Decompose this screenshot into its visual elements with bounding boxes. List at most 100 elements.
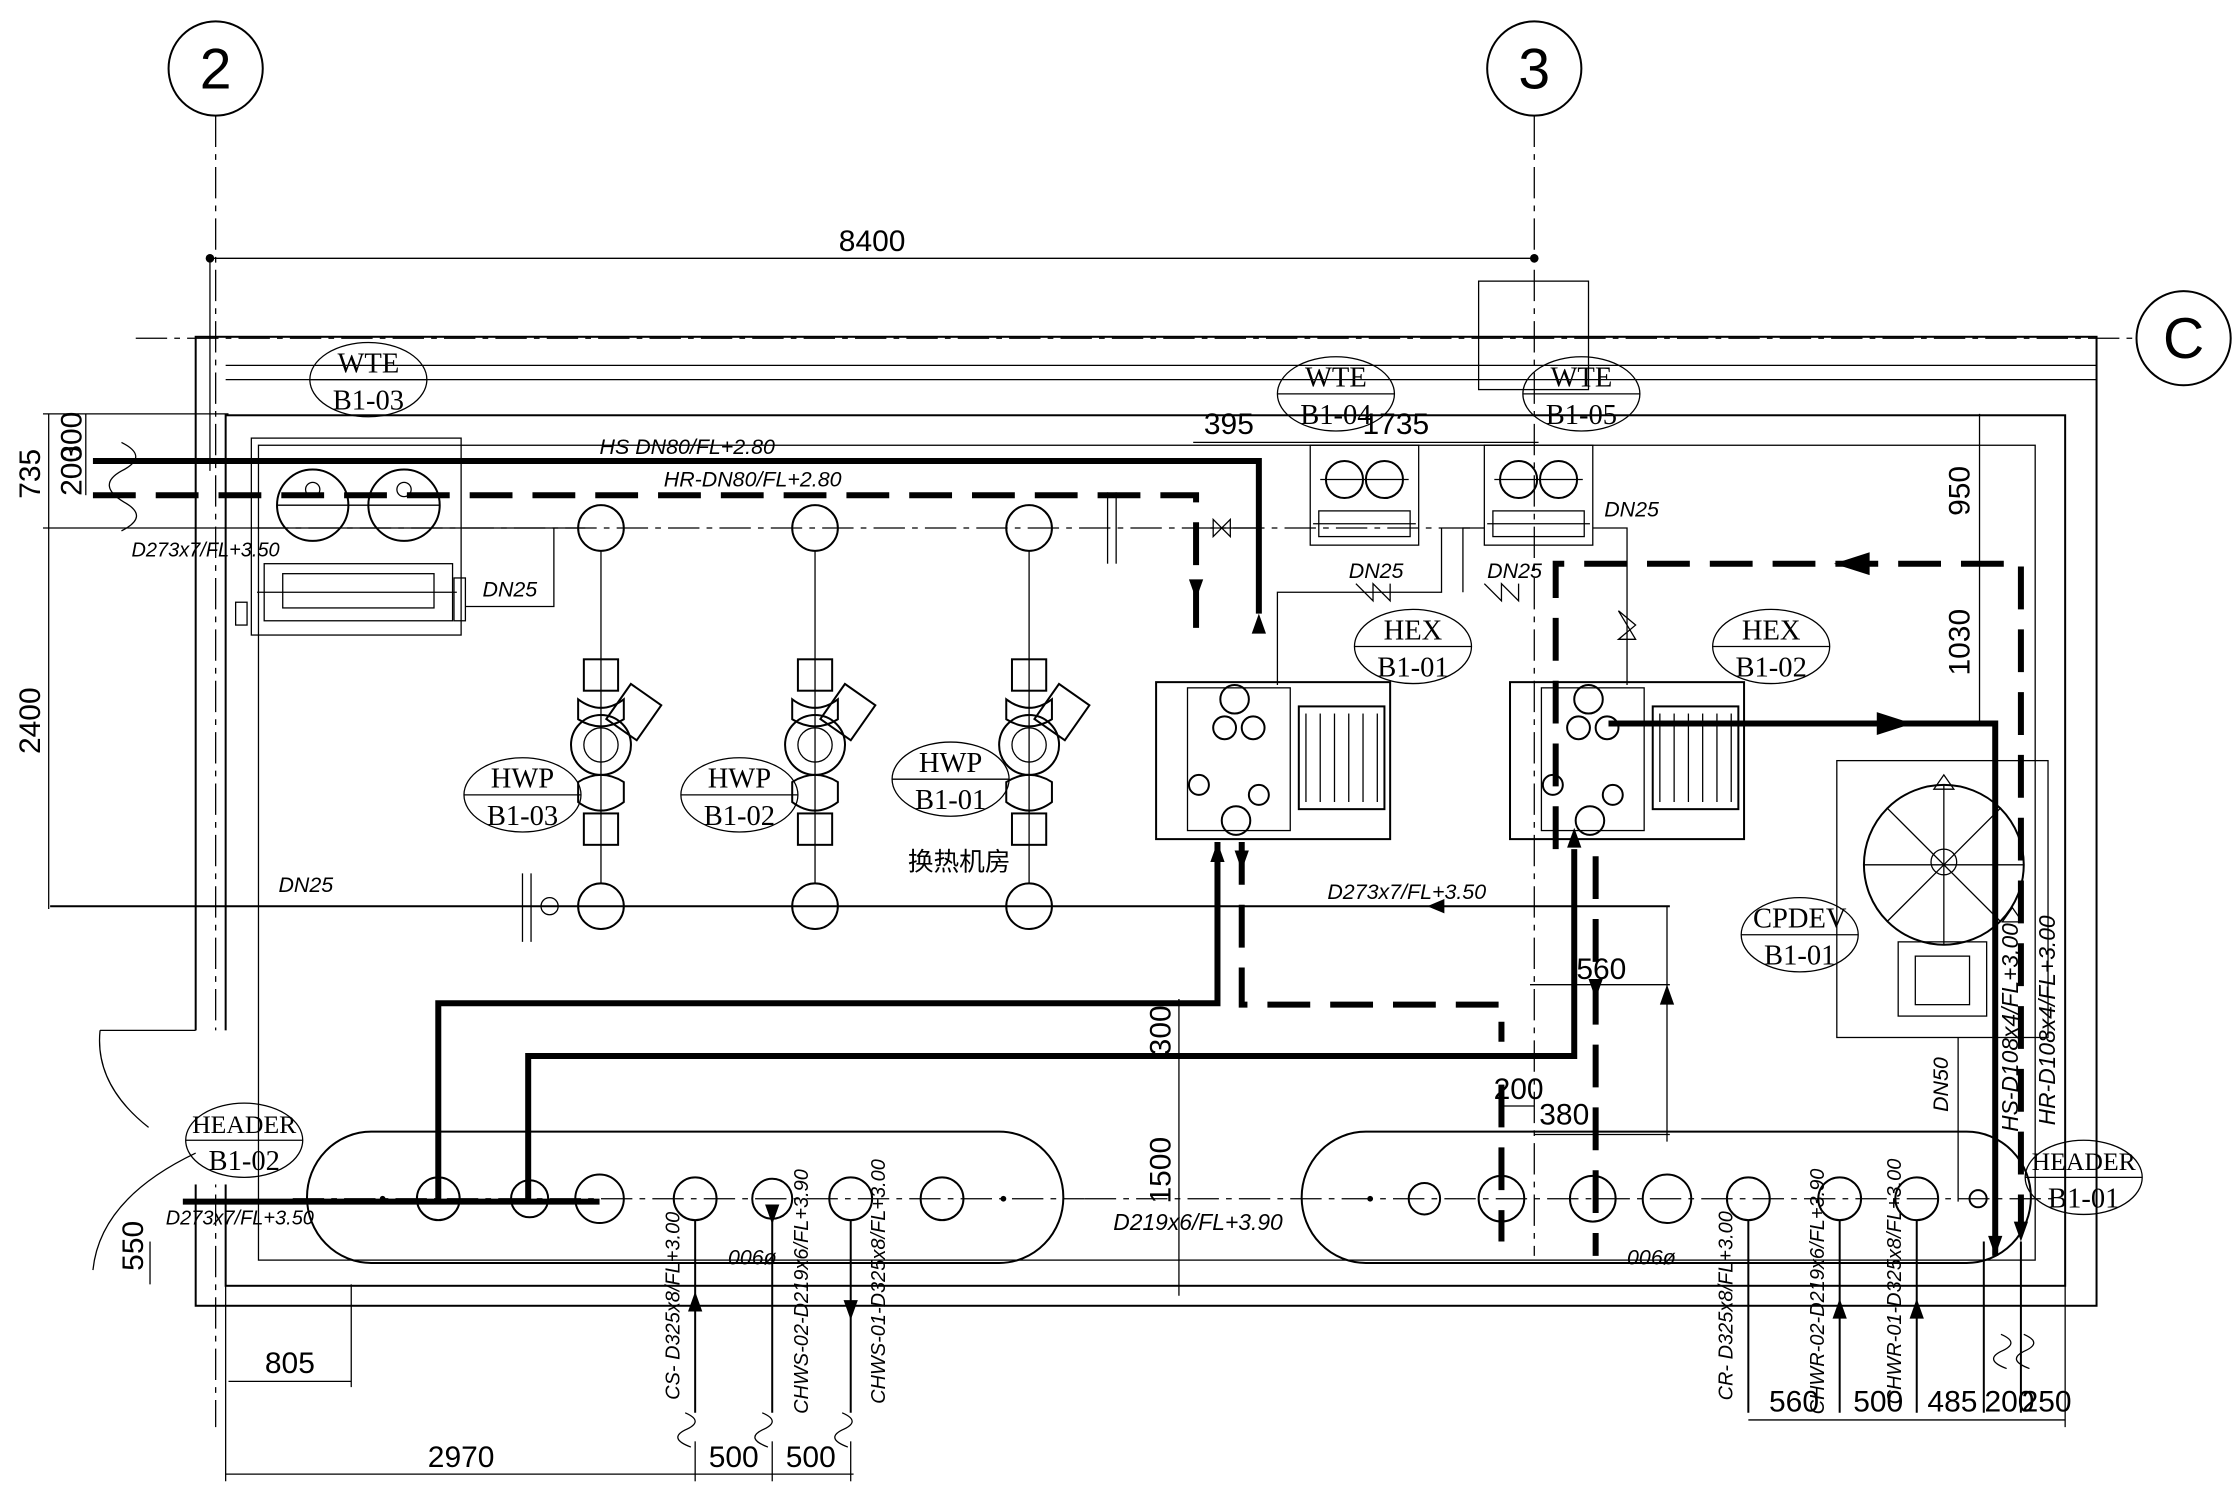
tag-cpdev-b1-01: CPDEV B1-01: [1740, 896, 1859, 973]
svg-text:HWP: HWP: [919, 748, 982, 779]
svg-text:B1-03: B1-03: [333, 386, 404, 417]
label-d219: D219x6/FL+3.90: [1113, 1209, 1283, 1235]
pipe-hex01-dashed: [1238, 841, 1505, 1042]
label-dn25-a: DN25: [483, 578, 538, 602]
label-hs-dn80: HS DN80/FL+2.80: [600, 435, 775, 459]
svg-text:HEADER: HEADER: [192, 1110, 297, 1139]
pipe-hs-dn80: [92, 457, 1262, 614]
label-d273-left: D273x7/FL+3.50: [166, 1207, 314, 1229]
valve-dn25-hex02-right: [1616, 610, 1637, 640]
label-dn50: DN50: [1929, 1057, 1953, 1112]
tag-hwp-b1-01: HWP B1-01: [891, 741, 1010, 817]
pump-hwp-b1-02: [784, 550, 877, 884]
dim-550: 550: [117, 1221, 150, 1271]
grid-label-3: 3: [1518, 37, 1550, 101]
dim-485: 485: [1927, 1385, 1977, 1418]
dim-300-mid: 300: [1144, 1005, 1177, 1055]
room-inner-wall: [224, 414, 2067, 1287]
label-cs: CS- D325x8/FL+3.00: [662, 1212, 684, 1400]
pipe-hex02-link: [528, 849, 1578, 1060]
pipe-hex01-supply: [435, 841, 1221, 1202]
hex-b1-02: [1509, 681, 1746, 841]
dim-500-b: 500: [786, 1441, 836, 1474]
dim-735: 735: [14, 449, 47, 499]
svg-text:B1-03: B1-03: [487, 801, 558, 832]
svg-text:HEADER: HEADER: [2032, 1147, 2137, 1176]
label-cr: CR- D325x8/FL+3.00: [1716, 1211, 1738, 1400]
label-chwr-01: CHWR-01-D325x8/FL+3.00: [1884, 1159, 1906, 1405]
tag-hwp-b1-02: HWP B1-02: [680, 757, 799, 833]
hex-b1-01: [1155, 681, 1392, 841]
dim-380: 380: [1539, 1099, 1589, 1132]
pipe-dn25-wte03: [465, 528, 555, 608]
tag-wte-b1-03: WTE B1-03: [309, 341, 428, 418]
flow-arrow-hs: [1876, 712, 1913, 735]
column-c3: [1477, 280, 1590, 391]
wte-b1-03-frame: [250, 437, 462, 636]
dim-200-bot: 200: [1985, 1385, 2035, 1418]
tag-hex-b1-02: HEX B1-02: [1712, 608, 1831, 685]
dim-1735: 1735: [1363, 408, 1430, 441]
label-phi900-b: 006ø: [1627, 1245, 1676, 1269]
pipe-dn25-hex01: [1276, 528, 1443, 685]
pipe-hr-dn80: [92, 492, 1200, 628]
tag-wte-b1-05: WTE B1-05: [1522, 356, 1641, 432]
pump-hwp-b1-03: [570, 550, 663, 884]
tag-header-b1-01: HEADER B1-01: [2024, 1139, 2143, 1216]
pipe-hex02-hr: [1552, 560, 2024, 1228]
svg-text:WTE: WTE: [1305, 363, 1367, 394]
svg-text:B1-04: B1-04: [1300, 400, 1371, 431]
pump-hwp-b1-01: [998, 550, 1091, 884]
door-upper: [98, 1029, 196, 1128]
svg-text:B1-02: B1-02: [209, 1146, 280, 1177]
svg-text:B1-05: B1-05: [1546, 400, 1617, 431]
label-dn25-c: DN25: [1349, 559, 1404, 583]
label-dn25-e: DN25: [1604, 498, 1659, 522]
svg-text:B1-02: B1-02: [704, 801, 775, 832]
equipment-zone: [257, 444, 2036, 1261]
flow-arrow-hr: [1833, 552, 1870, 576]
dim-560-bot: 560: [1769, 1385, 1819, 1418]
wte-b1-04: [1309, 444, 1420, 546]
wte-b1-05: [1483, 444, 1594, 546]
dim-8400: 8400: [839, 225, 906, 258]
label-dn25-d: DN25: [1487, 559, 1542, 583]
dim-950: 950: [1944, 466, 1977, 516]
dim-200: 200: [56, 446, 89, 496]
svg-text:HWP: HWP: [708, 764, 771, 795]
tag-hwp-b1-03: HWP B1-03: [463, 757, 582, 833]
svg-text:HEX: HEX: [1742, 615, 1801, 646]
dim-2970: 2970: [428, 1441, 495, 1474]
label-hr-dn80: HR-DN80/FL+2.80: [664, 468, 842, 492]
header-b1-01: [1084, 1130, 2056, 1264]
label-dn25-b: DN25: [278, 873, 333, 897]
valve-dn25-hex01: [1355, 582, 1391, 603]
dim-250: 250: [2022, 1385, 2072, 1418]
svg-text:WTE: WTE: [1550, 363, 1612, 394]
dim-1500: 1500: [1144, 1137, 1177, 1204]
tag-header-b1-02: HEADER B1-02: [185, 1102, 304, 1178]
svg-text:B1-02: B1-02: [1736, 652, 1807, 683]
label-chws-02: CHWS-02-D219x6/FL+3.90: [791, 1169, 813, 1414]
label-chwr-02: CHWR-02-D219x6/FL+3.90: [1807, 1169, 1829, 1415]
dim-500-a: 500: [709, 1441, 759, 1474]
dim-1030: 1030: [1944, 609, 1977, 676]
svg-text:CPDEV: CPDEV: [1753, 904, 1847, 935]
pipe-hex02-hs: [1608, 720, 1999, 1256]
room-outer-wall: [194, 335, 2098, 1307]
dim-200-mid: 200: [1494, 1073, 1544, 1106]
svg-text:B1-01: B1-01: [1764, 941, 1835, 972]
header-b1-02: [292, 1130, 1085, 1264]
svg-text:WTE: WTE: [337, 348, 399, 379]
dim-395: 395: [1204, 408, 1254, 441]
svg-text:B1-01: B1-01: [2048, 1183, 2119, 1214]
valve-hs: [1212, 517, 1231, 539]
svg-text:HWP: HWP: [491, 764, 554, 795]
svg-text:HEX: HEX: [1384, 615, 1443, 646]
cpdev-b1-01: [1836, 759, 2049, 1039]
label-hr-d108: HR-D108x4/FL+3.00: [2034, 915, 2060, 1125]
room-name: 换热机房: [908, 848, 1011, 877]
label-d273-mid: D273x7/FL+3.50: [1327, 880, 1486, 904]
dim-560-top: 560: [1576, 953, 1626, 986]
